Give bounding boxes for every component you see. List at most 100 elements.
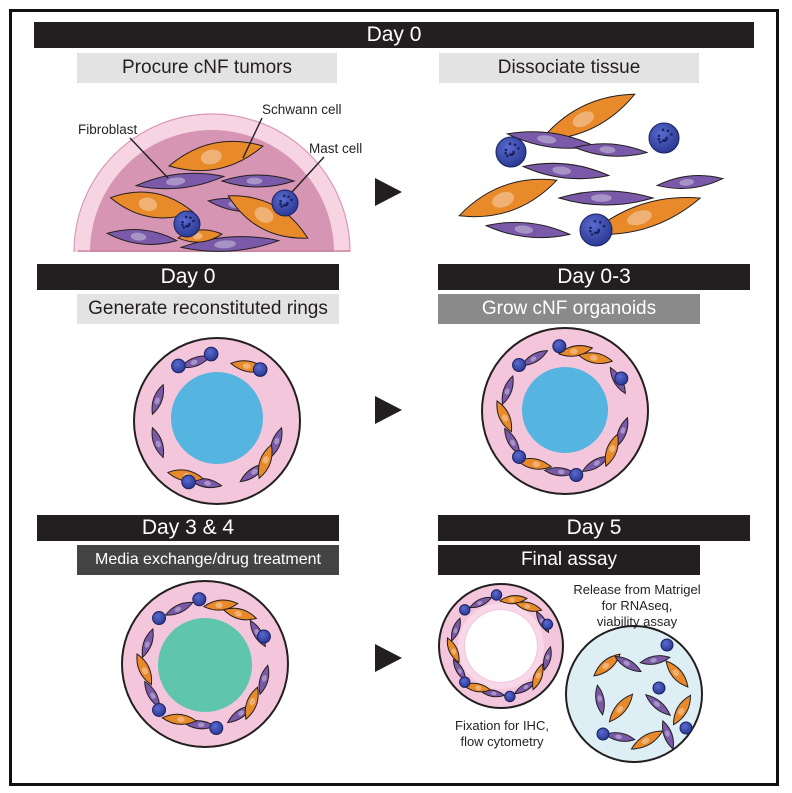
mast-cell — [459, 604, 471, 616]
arrow-assay — [375, 644, 402, 672]
fibroblast-cell — [581, 455, 610, 472]
fibroblast-cell — [452, 658, 466, 682]
media-label: Media exchange/drug treatment — [77, 545, 339, 575]
day34-bar: Day 3 & 4 — [37, 515, 339, 541]
schwann-cell — [604, 433, 619, 468]
fixed-core — [465, 610, 537, 682]
mast-cell — [552, 339, 567, 354]
mast-cell — [596, 727, 610, 741]
fibroblast-label: Fibroblast — [78, 122, 138, 137]
schwann-cell — [496, 400, 513, 433]
schwann-cell — [498, 595, 528, 605]
mast-cell — [152, 702, 167, 717]
mast-cell — [252, 362, 268, 377]
matrigel-core-generate — [171, 372, 263, 464]
arrow-organoid — [375, 396, 402, 424]
released-dish — [565, 625, 703, 763]
fibroblast-cell — [105, 229, 179, 245]
grow-label: Grow cNF organoids — [438, 294, 700, 324]
schwann-cell — [577, 352, 614, 365]
schwann-cell — [244, 686, 259, 721]
fibroblast-cell — [134, 172, 226, 190]
schwann-cell — [665, 660, 689, 688]
mast-cell — [679, 721, 693, 735]
treated-core — [158, 618, 252, 712]
mast-cell — [171, 358, 186, 374]
fixation-note: Fixation for IHC, flow cytometry — [444, 718, 560, 750]
schwann-cell — [202, 599, 239, 611]
fibroblast-cell — [604, 732, 636, 742]
mast-cell — [652, 681, 666, 695]
mast-cell — [504, 690, 516, 703]
schwann-cell — [168, 140, 264, 172]
schwann-cell — [514, 601, 543, 612]
fibroblast-cell — [573, 143, 649, 157]
fibroblast-cell — [504, 427, 521, 456]
mast-cell — [256, 629, 271, 644]
schwann-cell — [227, 195, 309, 239]
fibroblast-cell — [639, 655, 671, 665]
schwann-cell — [672, 694, 692, 726]
mast-cell — [512, 358, 527, 373]
mast-cell — [495, 136, 527, 168]
fibroblast-cell — [144, 680, 161, 709]
schwann-cell — [458, 178, 558, 218]
fibroblast-cell — [644, 693, 672, 717]
schwann-cell — [222, 607, 258, 621]
mast-cell — [579, 213, 613, 247]
day5-bar: Day 5 — [438, 515, 750, 541]
schwann-cell — [557, 345, 594, 357]
mast-cell — [569, 468, 584, 483]
release-note: Release from Matrigel for RNAseq, viabil… — [562, 582, 712, 630]
mast-cell — [512, 449, 527, 464]
day03-bar: Day 0-3 — [438, 264, 750, 290]
fibroblast-cell — [521, 162, 611, 180]
schwann-cell — [593, 653, 621, 677]
release-line-2: for RNAseq, — [601, 598, 673, 613]
fibroblast-cell — [520, 350, 549, 367]
fibroblast-cell — [543, 467, 576, 477]
generate-label: Generate reconstituted rings — [77, 294, 339, 324]
schwann-cell — [161, 713, 198, 725]
schwann-cell — [258, 443, 273, 480]
release-line-3: viability assay — [596, 614, 678, 629]
fibroblast-cell — [614, 655, 642, 673]
fibroblast-cell — [662, 719, 674, 751]
mast-cell — [614, 371, 629, 386]
mast-cell — [660, 638, 674, 652]
arrow-dissociate — [375, 178, 402, 206]
final-assay-label: Final assay — [438, 545, 700, 575]
schwann-cell — [608, 693, 634, 723]
mast-cell — [203, 346, 219, 362]
mast-cell — [271, 189, 299, 217]
fibroblast-cell — [179, 236, 281, 252]
fibroblast-cell — [484, 221, 572, 239]
schwann-cell — [136, 653, 153, 686]
fibroblast-cell — [542, 645, 552, 672]
schwann-cell — [588, 197, 702, 235]
fibroblast-cell — [141, 628, 154, 659]
fixation-line-1: Fixation for IHC, — [455, 718, 549, 733]
dissociate-label: Dissociate tissue — [439, 53, 699, 83]
top-day-bar: Day 0 — [34, 22, 754, 48]
mast-cell — [648, 122, 680, 154]
mast-cell — [192, 592, 207, 607]
fibroblast-cell — [220, 174, 296, 188]
release-line-1: Release from Matrigel — [573, 582, 701, 597]
mast-cell — [173, 210, 201, 238]
fibroblast-cell — [258, 664, 270, 696]
procure-label: Procure cNF tumors — [77, 53, 337, 83]
schwann-cell-label: Schwann cell — [262, 102, 342, 117]
mast-cell — [152, 611, 167, 626]
fibroblast-cell — [164, 601, 194, 616]
fibroblast-cell — [151, 383, 165, 416]
mast-cell — [209, 721, 224, 736]
fibroblast-cell — [151, 426, 165, 459]
fibroblast-cell — [451, 617, 461, 642]
mast-cell-label: Mast cell — [309, 141, 363, 156]
cell-layer — [105, 93, 725, 751]
mast-cell — [181, 474, 196, 490]
matrigel-core-grow — [522, 367, 608, 453]
schwann-cell — [532, 663, 544, 691]
